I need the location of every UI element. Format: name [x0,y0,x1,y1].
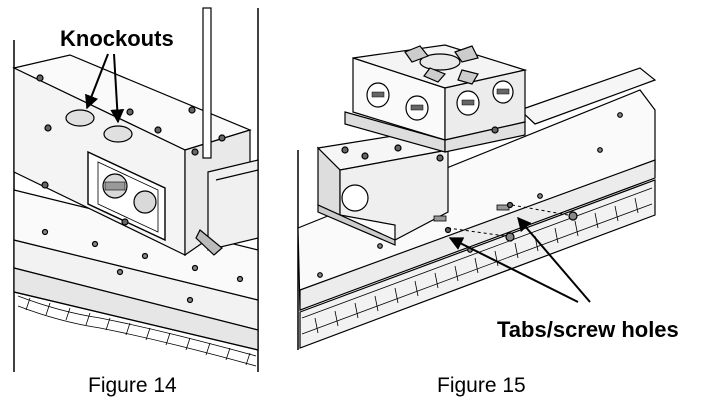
knockouts-arrows [85,53,125,124]
box-knockout [341,184,369,212]
wire-guard-fig15 [301,187,653,335]
knockout-2 [103,125,133,143]
knockouts-callout: Knockouts [60,26,174,51]
figure-14-illustration [12,7,259,372]
figure-15-illustration [297,44,657,350]
knockout-1 [65,109,95,127]
tabs-screw-holes-callout: Tabs/screw holes [497,317,679,342]
wire-guard [17,295,257,367]
tabs-screw-holes-arrows [448,216,591,303]
figure-15-caption: Figure 15 [437,374,526,397]
figure-14-caption: Figure 14 [88,374,177,397]
